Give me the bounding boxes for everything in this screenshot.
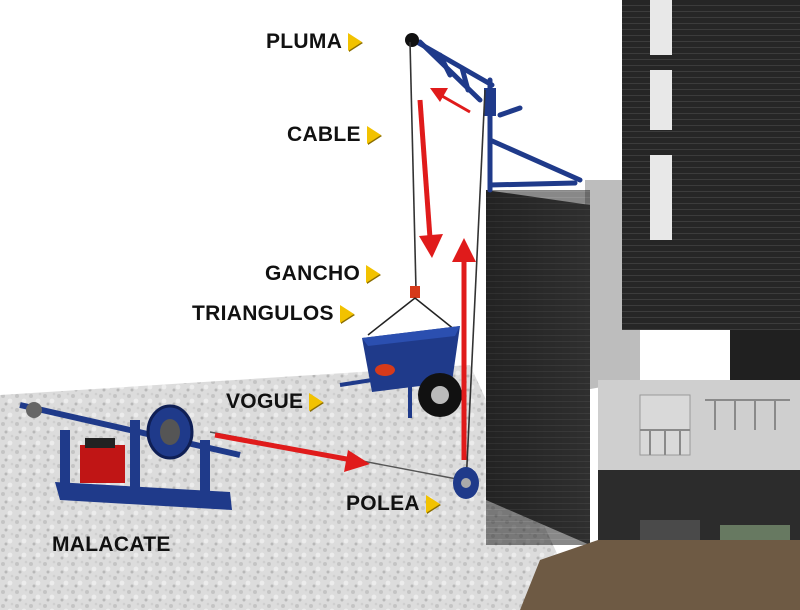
pointer-triangle-icon: [366, 126, 381, 144]
balcony-railing: [640, 399, 790, 455]
cable-return: [465, 89, 486, 486]
label-cable-text: CABLE: [287, 123, 361, 146]
label-polea-text: POLEA: [346, 492, 420, 515]
label-triangulos: TRIANGULOS: [192, 302, 354, 326]
building-window: [650, 155, 672, 240]
label-polea: POLEA: [346, 492, 440, 516]
pointer-triangle-icon: [309, 393, 324, 411]
pointer-triangle-icon: [339, 305, 354, 323]
label-pluma: PLUMA: [266, 30, 363, 54]
pointer-triangle-icon: [425, 495, 440, 513]
building-window: [650, 70, 672, 130]
label-gancho-text: GANCHO: [265, 262, 361, 285]
bucket-rim: [362, 326, 460, 346]
building-wall-siding: [486, 190, 590, 545]
floor-pulley-hub: [461, 478, 471, 488]
sidewalk: [520, 540, 800, 610]
tall-building: [622, 0, 800, 330]
flow-arrow-icon: [452, 238, 476, 460]
building-column: [730, 330, 800, 380]
bucket-logo: [375, 364, 395, 376]
flow-arrow-icon: [214, 432, 370, 472]
flow-arrow-icon: [430, 88, 471, 114]
bucket-handle: [339, 378, 373, 387]
pointer-triangle-icon: [366, 265, 381, 283]
label-gancho: GANCHO: [265, 262, 381, 286]
flow-arrow-icon: [417, 99, 443, 258]
label-cable: CABLE: [287, 123, 381, 147]
label-pluma-text: PLUMA: [266, 30, 343, 53]
building-window: [650, 0, 672, 55]
hook: [410, 286, 420, 298]
jib-pulley: [405, 33, 419, 47]
triangle-chains: [367, 297, 456, 336]
flow-arrows: [214, 88, 476, 472]
jib-mast-plate: [484, 88, 496, 116]
label-vogue: VOGUE: [226, 390, 324, 414]
cable: [409, 41, 417, 291]
lower-building: [598, 380, 800, 470]
pointer-triangle-icon: [348, 33, 363, 51]
bucket-wheel-hub: [431, 386, 449, 404]
label-malacate: MALACATE: [52, 533, 171, 557]
label-vogue-text: VOGUE: [226, 390, 304, 413]
label-triangulos-text: TRIANGULOS: [192, 302, 334, 325]
winch: [19, 402, 241, 510]
label-malacate-text: MALACATE: [52, 533, 171, 556]
